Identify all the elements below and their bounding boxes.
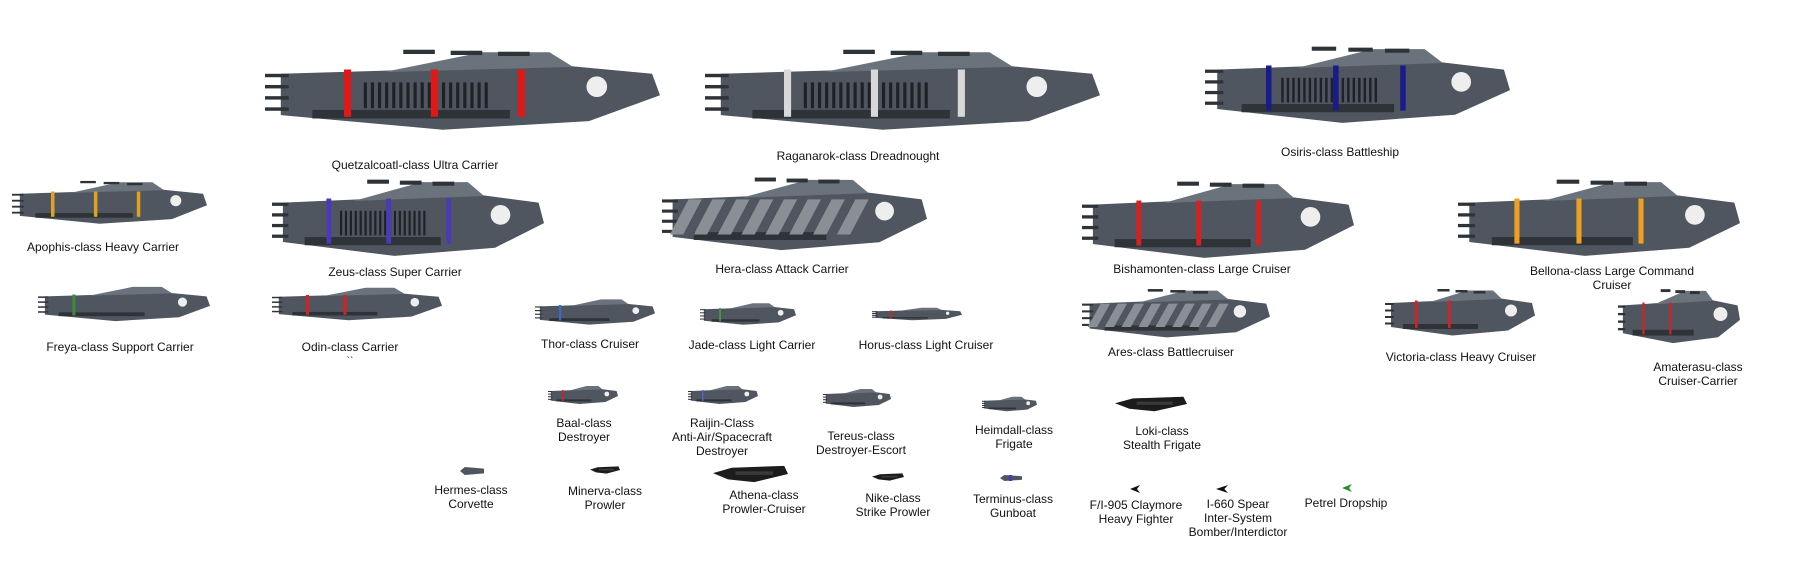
ship-odin (272, 286, 442, 322)
ship-label-bishamonten: Bishamonten-class Large Cruiser (1113, 262, 1291, 276)
ship-amaterasu-sprite (1618, 289, 1740, 344)
ship-tereus-sprite (823, 389, 891, 407)
ship-label-apophis: Apophis-class Heavy Carrier (26, 240, 180, 254)
ship-jade (700, 302, 796, 326)
ship-claymore-sprite (1130, 485, 1140, 493)
ship-thor-sprite (535, 299, 655, 325)
ship-label-hermes: Hermes-class Corvette (434, 483, 508, 511)
ship-baal (548, 385, 618, 405)
ship-osiris (1205, 45, 1510, 127)
ship-label-spear: I-660 Spear Inter-System Bomber/Interdic… (1188, 497, 1288, 539)
ship-label-ares: Ares-class Battlecruiser (1107, 345, 1235, 359)
ship-label-hera: Hera-class Attack Carrier (715, 262, 849, 276)
ship-petrel (1342, 484, 1352, 492)
ship-nike (872, 473, 904, 481)
ship-bishamonten-sprite (1082, 181, 1354, 258)
ship-label-bellona: Bellona-class Large Command Cruiser (1529, 264, 1695, 292)
ship-zeus (272, 178, 544, 260)
ship-label-petrel: Petrel Dropship (1304, 496, 1388, 510)
ship-athena-sprite (713, 465, 788, 483)
ship-zeus-sprite (272, 179, 544, 256)
ship-label-amaterasu: Amaterasu-class Cruiser-Carrier (1653, 360, 1743, 388)
ship-label-heimdall: Heimdall-class Frigate (974, 423, 1054, 451)
ship-horus (872, 307, 962, 321)
ship-baal-sprite (548, 386, 618, 404)
ship-label-odin: Odin-class Carrier (301, 340, 399, 354)
ship-label-nike: Nike-class Strike Prowler (855, 491, 931, 519)
ship-label-athena: Athena-class Prowler-Cruiser (722, 488, 806, 516)
ship-label-tereus: Tereus-class Destroyer-Escort (815, 429, 907, 457)
ship-raganarok (705, 48, 1100, 134)
ship-petrel-sprite (1342, 484, 1352, 492)
ship-label-jade: Jade-class Light Carrier (688, 338, 816, 352)
ship-jade-sprite (700, 303, 796, 325)
ship-label-baal: Baal-class Destroyer (556, 416, 612, 444)
ship-heimdall-sprite (982, 396, 1037, 412)
ship-label-victoria: Victoria-class Heavy Cruiser (1385, 350, 1537, 364)
ship-odin-sprite (272, 287, 442, 321)
ship-hera (662, 176, 927, 254)
ship-heimdall (982, 396, 1037, 412)
ship-apophis (12, 180, 207, 226)
ship-thor (535, 298, 655, 326)
ship-raijin (688, 385, 758, 405)
ship-quetzalcoatl-sprite (265, 49, 660, 130)
ship-terminus (1000, 475, 1022, 481)
ship-apophis-sprite (12, 180, 207, 224)
ship-bishamonten (1082, 180, 1354, 262)
ship-label-raganarok: Raganarok-class Dreadnought (776, 149, 940, 163)
ship-osiris-sprite (1205, 46, 1510, 123)
ship-label-terminus: Terminus-class Gunboat (972, 492, 1054, 520)
ship-freya-sprite (38, 286, 210, 322)
ship-label-claymore: F/I-905 Claymore Heavy Fighter (1089, 498, 1183, 526)
ship-raijin-sprite (688, 386, 758, 404)
ship-minerva (590, 466, 620, 474)
ship-tereus (823, 388, 891, 408)
ship-freya (38, 285, 210, 323)
ship-ares-sprite (1082, 289, 1270, 338)
ship-label-raijin: Raijin-Class Anti-Air/Spacecraft Destroy… (671, 416, 773, 458)
ship-label-minerva: Minerva-class Prowler (567, 484, 643, 512)
ship-label-zeus: Zeus-class Super Carrier (328, 265, 462, 279)
ship-label-thor: Thor-class Cruiser (540, 337, 640, 351)
ship-bellona-sprite (1458, 179, 1740, 256)
ship-label-loki: Loki-class Stealth Frigate (1122, 424, 1202, 452)
ship-label-freya: Freya-class Support Carrier (46, 340, 194, 354)
ship-claymore (1130, 485, 1140, 493)
ship-victoria-sprite (1385, 289, 1535, 336)
ship-ares (1082, 288, 1270, 340)
ship-hermes (460, 467, 484, 475)
ship-amaterasu (1618, 288, 1740, 346)
ship-hermes-sprite (460, 467, 484, 475)
ship-label-osiris: Osiris-class Battleship (1280, 145, 1400, 159)
ship-quetzalcoatl (265, 48, 660, 134)
ship-label-quetzalcoatl: Quetzalcoatl-class Ultra Carrier (331, 158, 499, 172)
ship-minerva-sprite (590, 466, 620, 474)
ship-raganarok-sprite (705, 49, 1100, 130)
ship-label-horus: Horus-class Light Cruiser (858, 338, 994, 352)
ship-victoria (1385, 288, 1535, 338)
ship-nike-sprite (872, 473, 904, 481)
ship-loki-sprite (1115, 396, 1187, 412)
ship-athena (713, 465, 788, 483)
ship-loki (1115, 396, 1187, 412)
ship-hera-sprite (662, 177, 927, 251)
ship-note-odin: `` (346, 356, 354, 367)
ship-bellona (1458, 178, 1740, 260)
ship-horus-sprite (872, 307, 962, 321)
ship-spear-sprite (1216, 485, 1228, 493)
ship-terminus-sprite (1000, 475, 1022, 481)
ship-spear (1216, 485, 1228, 493)
